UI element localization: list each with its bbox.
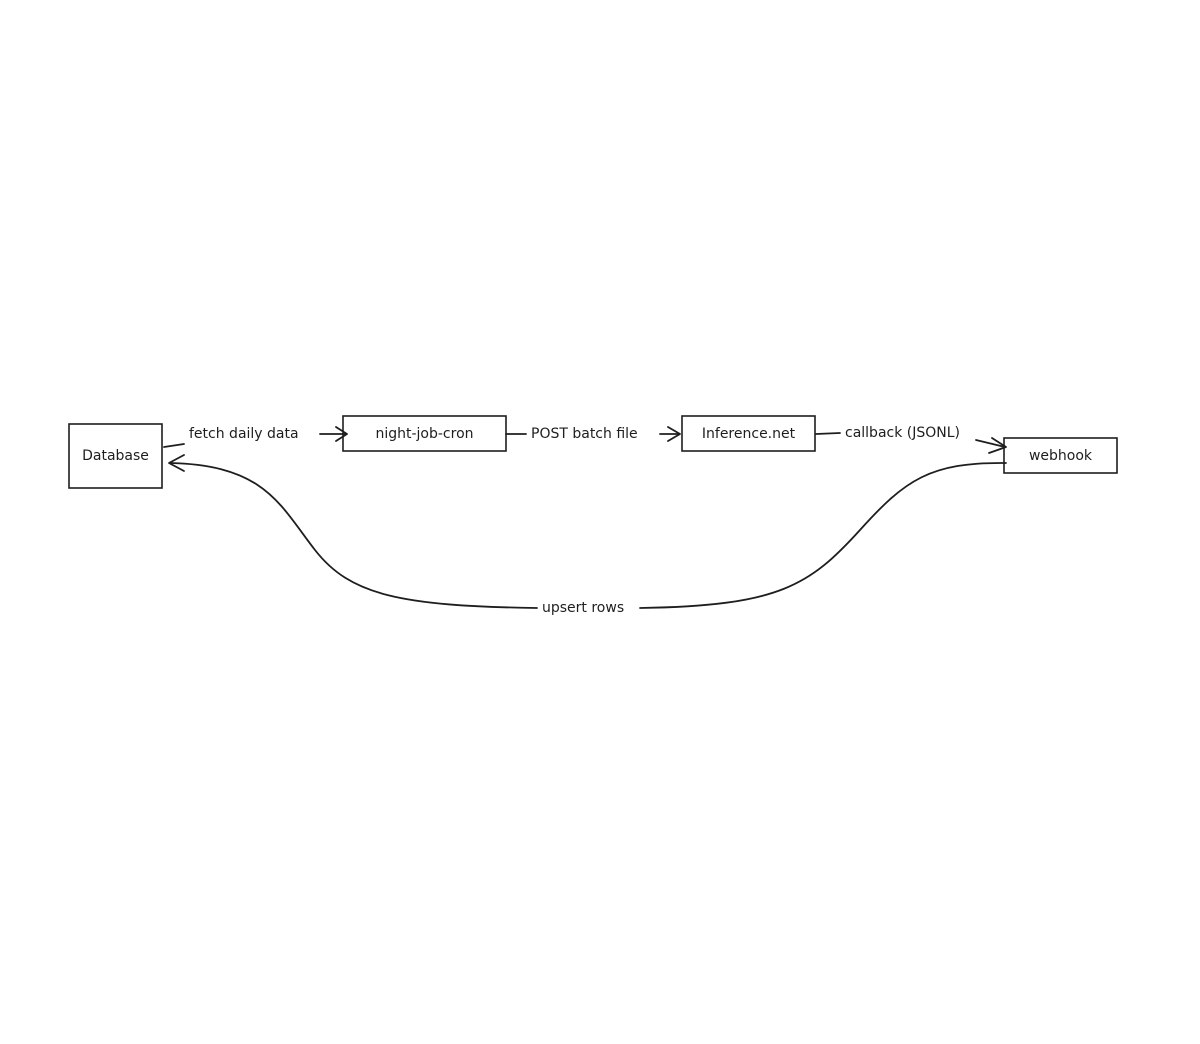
edge-fetch-arrowhead xyxy=(335,426,348,442)
edge-callback-jsonl[interactable]: callback (JSONL) xyxy=(815,425,1007,454)
node-inference-net-label: Inference.net xyxy=(702,426,796,442)
edge-post-label: POST batch file xyxy=(531,426,638,442)
node-night-job-cron-label: night-job-cron xyxy=(375,426,473,442)
node-database-label: Database xyxy=(82,448,149,464)
edge-post-arrowhead xyxy=(667,426,681,442)
node-webhook-box xyxy=(1003,437,1118,474)
edge-fetch-line-start xyxy=(163,443,185,448)
edge-post-batch-file[interactable]: POST batch file xyxy=(505,426,681,442)
node-inference-net[interactable]: Inference.net xyxy=(681,415,816,452)
node-night-job-cron[interactable]: night-job-cron xyxy=(342,415,507,452)
edge-callback-arrowhead xyxy=(988,437,1007,454)
edge-callback-line-end xyxy=(975,439,1006,448)
edge-upsert-arrowhead xyxy=(168,454,185,472)
node-database[interactable]: Database xyxy=(68,423,163,489)
node-database-box xyxy=(68,423,163,489)
node-webhook-label: webhook xyxy=(1029,448,1093,464)
edge-upsert-rows[interactable]: upsert rows xyxy=(168,454,1007,616)
edge-upsert-curve-right xyxy=(639,462,1007,609)
edge-fetch-label: fetch daily data xyxy=(189,426,299,442)
edge-callback-line-start xyxy=(815,432,841,435)
node-inference-net-box xyxy=(681,415,816,452)
node-night-job-cron-box xyxy=(342,415,507,452)
edge-upsert-curve-left xyxy=(169,462,538,609)
node-webhook[interactable]: webhook xyxy=(1003,437,1118,474)
edge-fetch-daily-data[interactable]: fetch daily data xyxy=(163,426,348,448)
edge-upsert-label: upsert rows xyxy=(542,600,624,616)
edge-callback-label: callback (JSONL) xyxy=(845,425,960,441)
